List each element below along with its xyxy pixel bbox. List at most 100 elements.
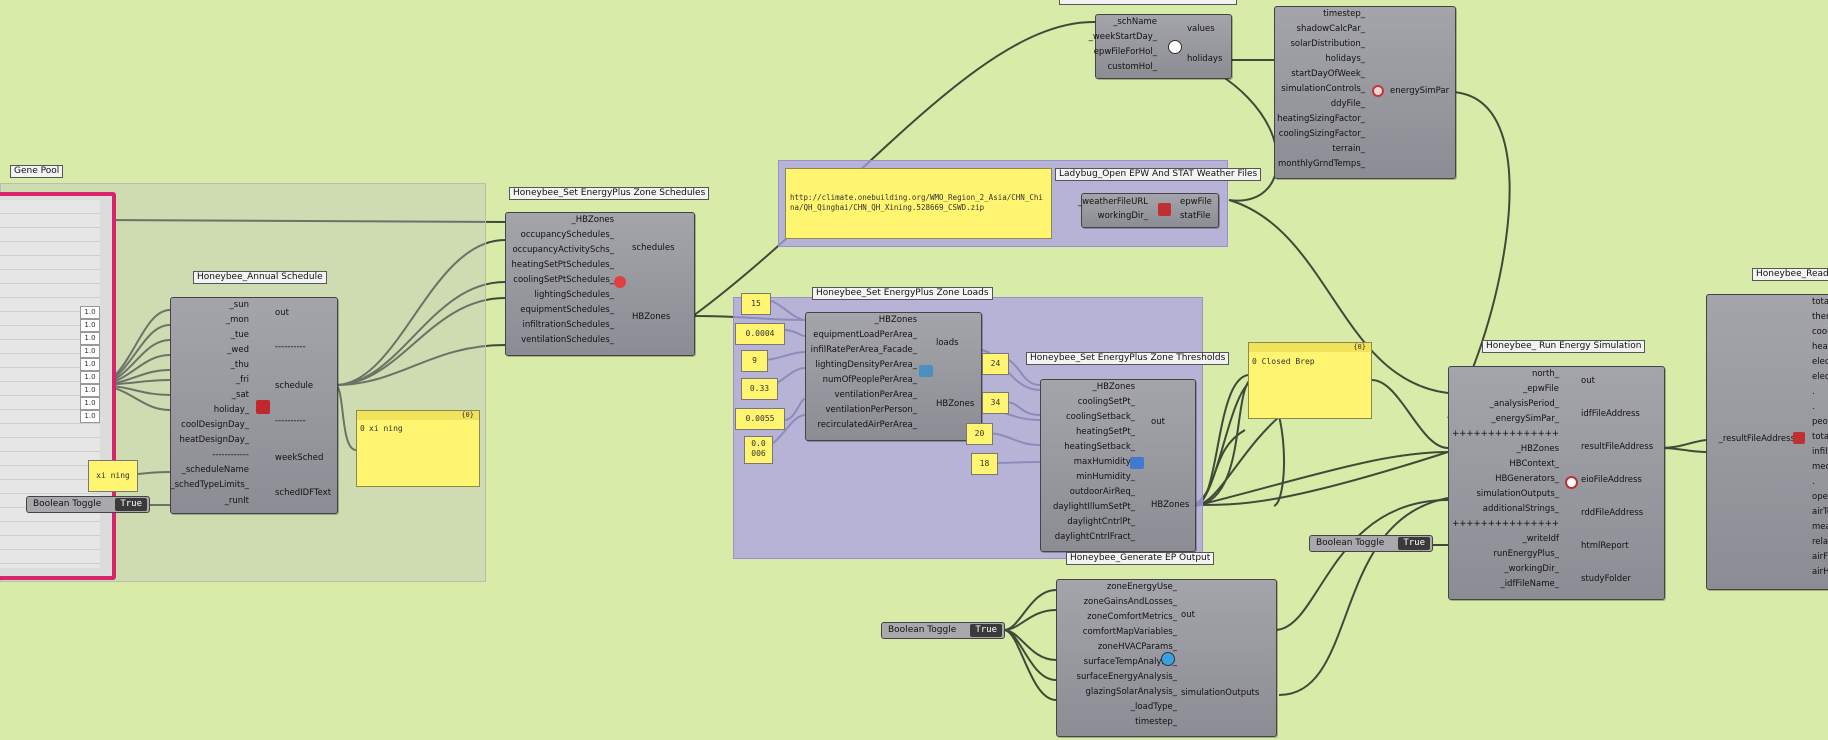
sp-output-energy-sim-par[interactable]: energySimPar [1390,86,1450,96]
weather-url-panel[interactable]: http://climate.onebuilding.org/WMO_Regio… [785,168,1052,239]
w-input-working-dir[interactable]: workingDir_ [1097,211,1148,221]
rs-input-sim-outputs[interactable]: simulationOutputs_ [1476,489,1559,499]
th-input-heating-setpt[interactable]: heatingSetPt_ [1076,427,1135,437]
rr-output-3[interactable]: cooli [1812,327,1828,337]
th-input-illum-setpt[interactable]: daylightIllumSetPt_ [1052,502,1135,512]
boolean-toggle-write-idf[interactable]: Boolean Toggle True [1309,535,1433,552]
thresholds-component[interactable]: _HBZones coolingSetPt_ coolingSetback_ h… [1040,379,1196,552]
th-output-out[interactable]: out [1151,417,1165,427]
input-heat-design-day[interactable]: heatDesignDay_ [179,435,249,445]
rs-input-idf-file-name[interactable]: _idfFileName_ [1500,579,1559,589]
rr-output-18[interactable]: airFl [1812,552,1828,562]
rs-input-north[interactable]: north_ [1531,369,1559,379]
input-mon[interactable]: _mon [225,315,249,325]
w-output-stat[interactable]: statFile [1180,211,1211,221]
toggle-value[interactable]: True [970,624,1002,637]
output-schedule[interactable]: schedule [275,381,314,391]
zl-input-people[interactable]: numOfPeoplePerArea_ [822,375,917,385]
load-value-2[interactable]: 0.0004 [735,323,785,345]
rs-input-working-dir[interactable]: _workingDir_ [1504,564,1559,574]
rs-output-out[interactable]: out [1581,376,1595,386]
input-thu[interactable]: _thu [230,360,249,370]
input-holiday[interactable]: holiday_ [213,405,249,415]
input-fri[interactable]: _fri [235,375,249,385]
load-value-5[interactable]: 0.0055 [735,408,785,430]
input-sun[interactable]: _sun [229,300,249,310]
rr-output-14[interactable]: oper [1812,492,1828,502]
zl-input-vent-person[interactable]: ventilationPerPerson_ [825,405,917,415]
zs-input-occupancy[interactable]: occupancySchedules_ [520,230,614,240]
sp-input-holidays[interactable]: holidays_ [1325,54,1365,64]
rr-output-11[interactable]: infilt [1812,447,1828,457]
rr-output-7[interactable]: . [1812,387,1815,397]
zone-schedules-component[interactable]: _HBZones occupancySchedules_ occupancyAc… [505,212,695,356]
hol-output-values[interactable]: values [1187,24,1215,34]
toggle-value[interactable]: True [1398,537,1430,550]
rs-output-html-report[interactable]: htmlReport [1581,541,1629,551]
hol-output-holidays[interactable]: holidays [1187,54,1223,64]
rs-input-write-idf[interactable]: _writeIdf [1522,534,1559,544]
rr-output-2[interactable]: therm [1812,312,1828,322]
th-input-min-humidity[interactable]: minHumidity_ [1076,472,1135,482]
go-input-comfort[interactable]: zoneComfortMetrics_ [1087,612,1177,622]
boolean-toggle-runit[interactable]: Boolean Toggle True [26,496,150,513]
rr-output-1[interactable]: total [1812,297,1828,307]
hol-input-week-start[interactable]: _weekStartDay_ [1088,32,1157,42]
rs-output-eio-file-address[interactable]: eioFileAddress [1581,475,1642,485]
read-results-component[interactable]: _resultFileAddress total therm cooli hea… [1706,294,1828,590]
zl-input-recirc[interactable]: recirculatedAirPerArea_ [817,420,918,430]
zs-output-schedules[interactable]: schedules [632,243,675,253]
load-value-4[interactable]: 0.33 [741,378,778,400]
go-input-hvac[interactable]: zoneHVACParams_ [1097,642,1177,652]
rr-output-5[interactable]: elect [1812,357,1828,367]
output-week-sched[interactable]: weekSched [275,453,324,463]
go-output-out[interactable]: out [1181,610,1195,620]
rr-output-13[interactable]: . [1812,477,1815,487]
go-input-timestep[interactable]: timestep_ [1135,717,1177,727]
th-input-cooling-setback[interactable]: coolingSetback_ [1066,412,1135,422]
threshold-value-3[interactable]: 20 [966,423,993,445]
holidays-component[interactable]: _schName _weekStartDay_ epwFileForHol_ c… [1089,14,1232,79]
rr-output-16[interactable]: mean [1812,522,1828,532]
rr-output-4[interactable]: heati [1812,342,1828,352]
rs-input-analysis-period[interactable]: _analysisPeriod_ [1489,399,1559,409]
zs-input-activity[interactable]: occupancyActivitySchs_ [512,245,614,255]
go-input-zone-energy[interactable]: zoneEnergyUse_ [1106,582,1177,592]
input-cool-design-day[interactable]: coolDesignDay_ [181,420,249,430]
sp-input-ground-temps[interactable]: monthlyGrndTemps_ [1277,159,1365,169]
th-output-hbzones[interactable]: HBZones [1151,500,1190,510]
sp-input-shadow[interactable]: shadowCalcPar_ [1296,24,1365,34]
rr-output-15[interactable]: airTe [1812,507,1828,517]
input-sat[interactable]: _sat [231,390,249,400]
th-input-outdoor-air[interactable]: outdoorAirReq_ [1069,487,1135,497]
rr-input-result-file[interactable]: _resultFileAddress [1718,434,1795,444]
rs-output-result-file-address[interactable]: resultFileAddress [1581,442,1654,452]
schedule-name-panel[interactable]: xi ning [88,460,138,492]
rr-output-12[interactable]: mech [1812,462,1828,472]
rs-input-epw[interactable]: _epwFile [1522,384,1559,394]
load-value-3[interactable]: 9 [741,350,768,372]
input-schedule-name[interactable]: _scheduleName [181,465,249,475]
sp-input-terrain[interactable]: terrain_ [1332,144,1365,154]
zs-input-heating[interactable]: heatingSetPtSchedules_ [511,260,614,270]
output-sched-idf-text[interactable]: schedIDFText [275,488,332,498]
rs-output-study-folder[interactable]: studyFolder [1581,574,1631,584]
run-sim-component[interactable]: north_ _epwFile _analysisPeriod_ _energy… [1448,366,1665,600]
th-input-heating-setback[interactable]: heatingSetback_ [1064,442,1135,452]
rs-input-hbcontext[interactable]: HBContext_ [1509,459,1559,469]
go-input-surface-energy[interactable]: surfaceEnergyAnalysis_ [1076,672,1177,682]
rr-output-6[interactable]: elect [1812,372,1828,382]
rs-input-hbzones[interactable]: _HBZones [1516,444,1559,454]
rs-input-hbgenerators[interactable]: HBGenerators_ [1495,474,1559,484]
energy-sim-par-component[interactable]: timestep_ shadowCalcPar_ solarDistributi… [1274,6,1456,179]
zl-output-hbzones[interactable]: HBZones [936,399,975,409]
zl-input-equipment[interactable]: equipmentLoadPerArea_ [813,330,917,340]
weather-component[interactable]: _weatherFileURL workingDir_ epwFile stat… [1077,193,1219,228]
input-wed[interactable]: _wed [227,345,249,355]
w-output-epw[interactable]: epwFile [1180,197,1212,207]
w-input-url[interactable]: _weatherFileURL [1077,197,1148,207]
input-tue[interactable]: _tue [230,330,249,340]
th-input-max-humidity[interactable]: maxHumidity_ [1073,457,1135,467]
zs-input-ventilation[interactable]: ventilationSchedules_ [521,335,614,345]
sp-input-heating-sizing[interactable]: heatingSizingFactor_ [1277,114,1365,124]
